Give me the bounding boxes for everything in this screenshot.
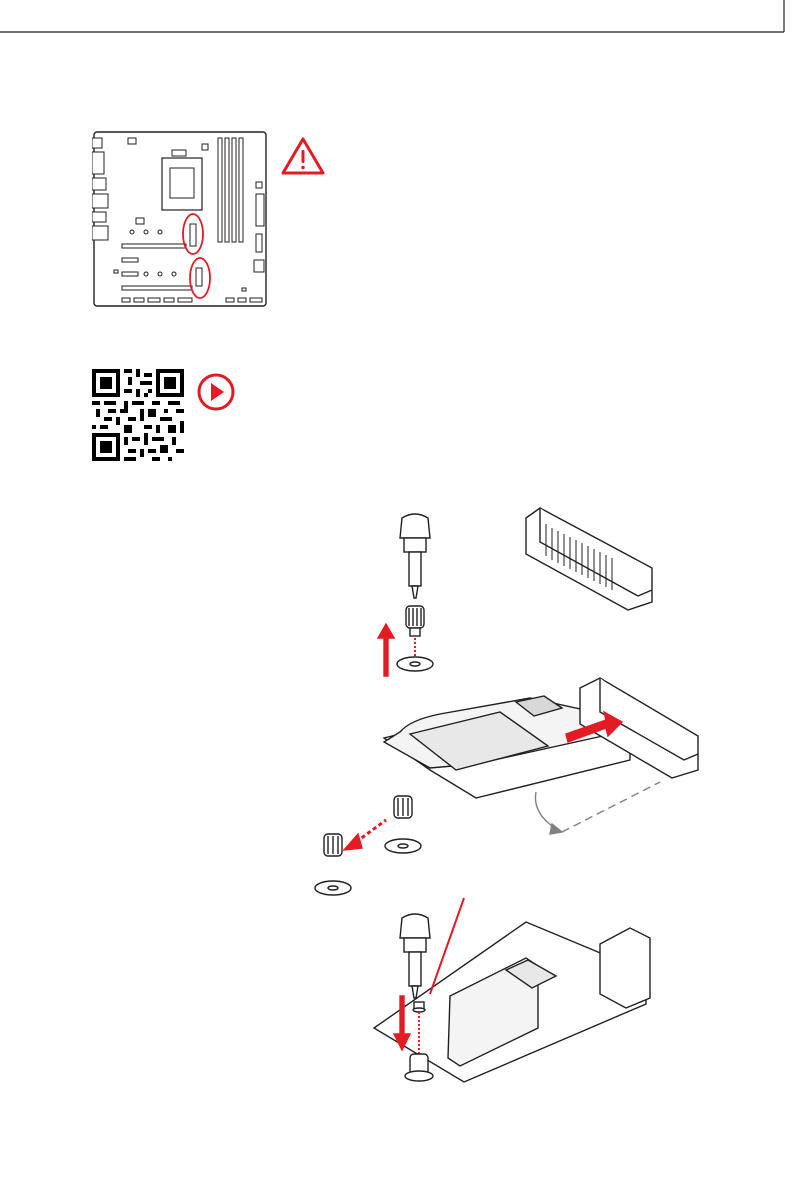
top-rule	[0, 0, 794, 40]
m2-connector	[526, 508, 652, 610]
qr-code	[92, 369, 184, 461]
m2-installation-illustration	[300, 498, 720, 1098]
warning-triangle-icon	[280, 136, 326, 176]
remove-standoff-screw	[378, 514, 433, 676]
fasten-m2-screw	[374, 898, 650, 1082]
motherboard-layout-diagram	[92, 130, 268, 308]
play-video-icon	[196, 372, 236, 412]
insert-m2-ssd	[384, 678, 698, 834]
move-standoff-screw	[315, 796, 421, 895]
